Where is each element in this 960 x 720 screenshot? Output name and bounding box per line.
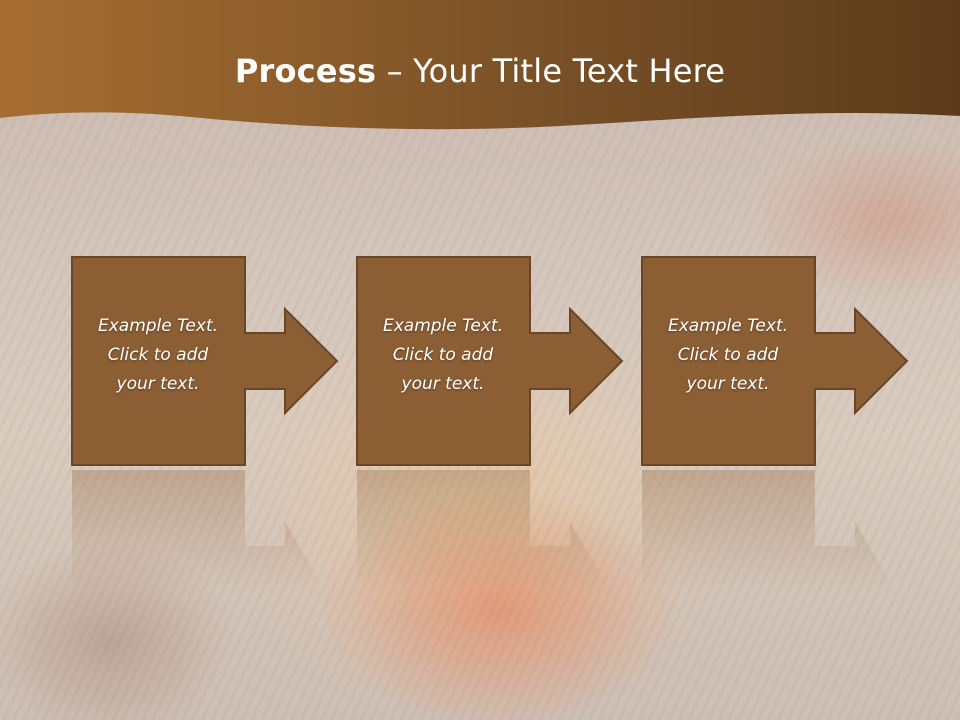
step-text-line: your text. bbox=[686, 374, 770, 394]
reflection-shape bbox=[357, 470, 610, 590]
step-text: Example Text. Click to add your text. bbox=[73, 312, 243, 399]
reflection-shape bbox=[72, 470, 325, 590]
step-text-line: Example Text. bbox=[382, 316, 504, 336]
header-band: Process – Your Title Text Here bbox=[0, 0, 960, 140]
step-arrow-shape bbox=[641, 256, 909, 466]
step-text-line: your text. bbox=[401, 374, 485, 394]
step-arrow-shape bbox=[71, 256, 339, 466]
step-text: Example Text. Click to add your text. bbox=[358, 312, 528, 399]
title-bold: Process bbox=[234, 52, 377, 90]
step-text-line: Click to add bbox=[392, 345, 494, 365]
process-step-3[interactable]: Example Text. Click to add your text. bbox=[641, 256, 960, 468]
step-text-line: Example Text. bbox=[97, 316, 219, 336]
header-wave-shape bbox=[0, 0, 960, 130]
process-step-1[interactable]: Example Text. Click to add your text. bbox=[71, 256, 409, 468]
step-text: Example Text. Click to add your text. bbox=[643, 312, 813, 399]
step-reflection bbox=[71, 470, 409, 590]
step-arrow-shape bbox=[356, 256, 624, 466]
step-text-line: your text. bbox=[116, 374, 200, 394]
step-reflection bbox=[641, 470, 960, 590]
title-rest: – Your Title Text Here bbox=[376, 52, 726, 90]
slide-title[interactable]: Process – Your Title Text Here bbox=[0, 52, 960, 90]
step-text-line: Example Text. bbox=[667, 316, 789, 336]
process-step-2[interactable]: Example Text. Click to add your text. bbox=[356, 256, 694, 468]
step-text-line: Click to add bbox=[107, 345, 209, 365]
step-reflection bbox=[356, 470, 694, 590]
reflection-shape bbox=[642, 470, 895, 590]
step-text-line: Click to add bbox=[677, 345, 779, 365]
